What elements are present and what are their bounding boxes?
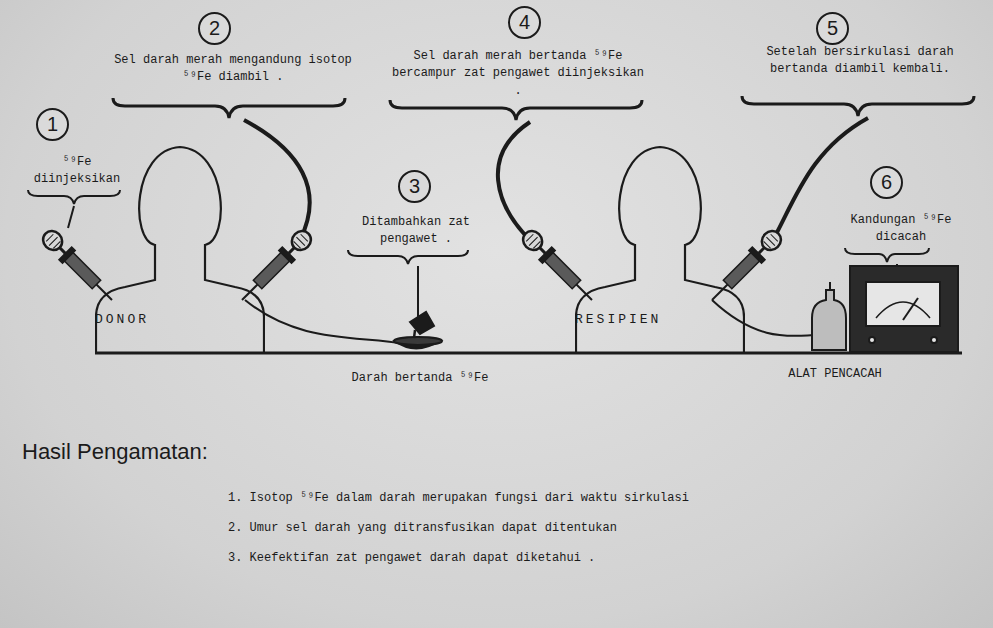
callout-number: 6 (870, 166, 903, 199)
results-heading: Hasil Pengamatan: (22, 436, 208, 468)
leader (498, 122, 530, 240)
figure-label: RESIPIEN (575, 312, 661, 327)
leader (417, 266, 419, 318)
result-item: 3. Keefektifan zat pengawet darah dapat … (228, 550, 908, 567)
callout-number: 4 (508, 6, 541, 39)
result-item: 1. Isotop ⁵⁹Fe dalam darah merupakan fun… (228, 490, 908, 507)
step-caption: Sel darah merah bertanda ⁵⁹Fe bercampur … (388, 48, 648, 100)
callout-number: 2 (209, 17, 220, 40)
leader (244, 120, 310, 240)
figures (28, 96, 974, 353)
person-figure: RESIPIEN (575, 262, 745, 352)
step-caption: Ditambahkan zat pengawet . (346, 214, 486, 249)
person-figure: DONOR (95, 262, 265, 352)
step-caption: Sel darah merah mengandung isotop ⁵⁹Fe d… (113, 52, 353, 87)
callout-number: 3 (409, 175, 420, 198)
step-caption: Kandungan ⁵⁹Fe dicacah (836, 212, 966, 247)
brace (742, 96, 974, 116)
part-label: Darah bertanda ⁵⁹Fe (320, 370, 520, 387)
callout-number: 5 (827, 17, 838, 40)
callout-number: 6 (881, 171, 892, 194)
counter-device (812, 266, 958, 352)
brace (845, 248, 929, 262)
recipient-head (619, 147, 701, 262)
part-label: ALAT PENCACAH (760, 366, 910, 383)
donor-head (139, 147, 221, 262)
figure-label: DONOR (95, 312, 149, 327)
base-line (95, 352, 962, 355)
brace (348, 250, 468, 264)
brace (113, 98, 345, 118)
blood-dish (394, 312, 442, 349)
callout-number: 1 (36, 108, 69, 141)
result-item: 2. Umur sel darah yang ditransfusikan da… (228, 520, 908, 537)
callout-number: 4 (519, 11, 530, 34)
flow-line (712, 300, 818, 336)
brace (390, 100, 642, 120)
torso-outline (575, 262, 745, 352)
callout-number: 5 (816, 12, 849, 45)
brace (28, 190, 120, 204)
callout-number: 3 (398, 170, 431, 203)
torso-outline (95, 262, 265, 352)
callout-number: 2 (198, 12, 231, 45)
step-caption: Setelah bersirkulasi darah bertanda diam… (742, 44, 978, 79)
callout-number: 1 (47, 113, 58, 136)
leader (68, 206, 74, 228)
step-caption: ⁵⁹Fe diinjeksikan (22, 154, 132, 189)
syringe (706, 227, 785, 306)
syringe (236, 227, 315, 306)
flow-line (245, 300, 405, 344)
